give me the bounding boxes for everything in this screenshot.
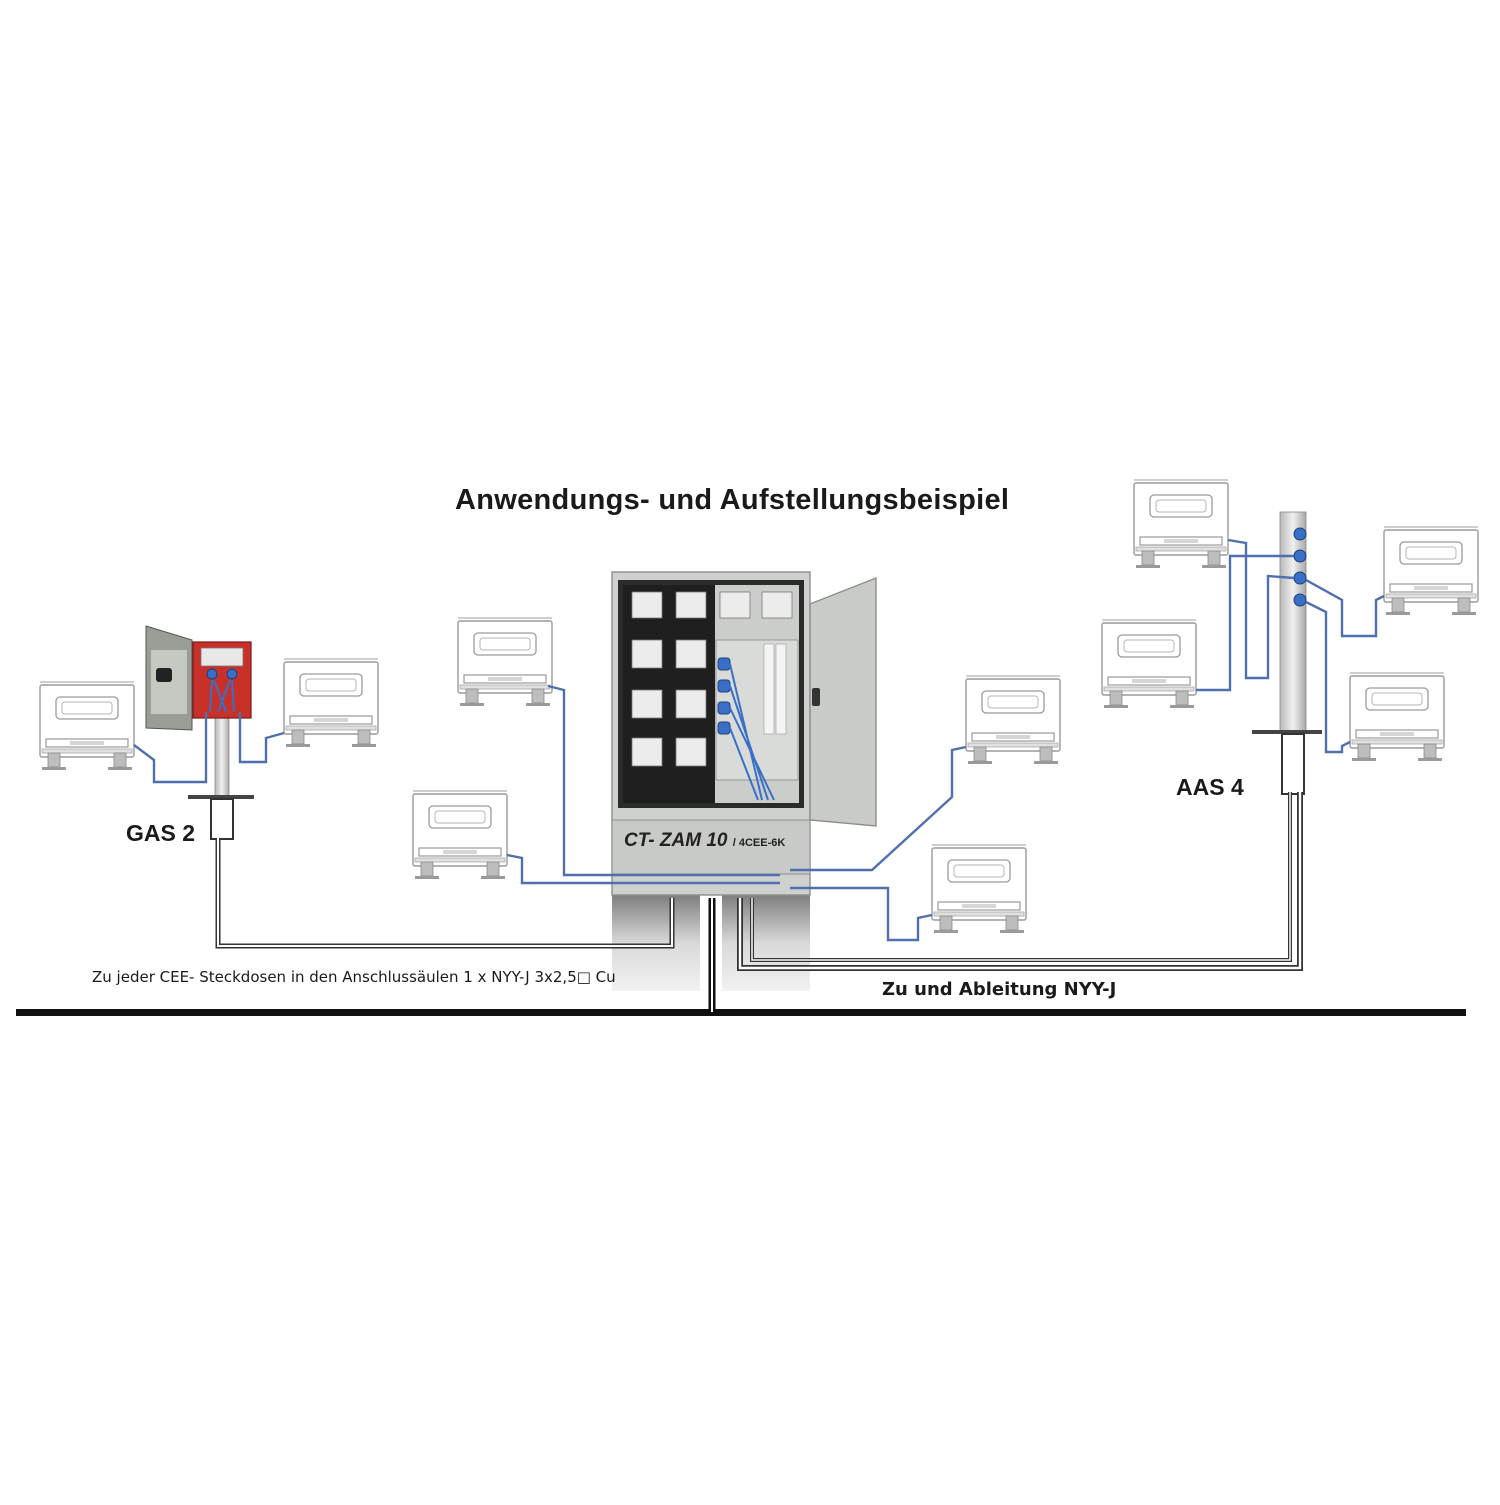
cabinet-label-main: CT- ZAM 10 (624, 830, 728, 851)
caravan (1133, 478, 1229, 569)
cable-note-left: Zu jeder CEE- Steckdosen in den Anschlus… (92, 968, 616, 986)
cabinet-label-sub: / 4CEE-6K (732, 837, 786, 849)
caravan (965, 674, 1061, 765)
ground-cable (16, 1009, 1466, 1016)
caravan (412, 789, 508, 880)
cable-note-right: Zu und Ableitung NYY-J (882, 979, 1117, 1000)
caravan (283, 657, 379, 748)
caravan (931, 843, 1027, 934)
caravan (1383, 525, 1479, 616)
caravan (1101, 618, 1197, 709)
caravan (1349, 671, 1445, 762)
underground-cables (215, 792, 1303, 1012)
gas-distribution-box (145, 625, 254, 840)
caravan (457, 616, 553, 707)
aas-column (1252, 511, 1322, 795)
caravan (39, 680, 135, 771)
aas-4-label: AAS 4 (1176, 774, 1244, 800)
diagram-title: Anwendungs- und Aufstellungsbeispiel (455, 484, 1010, 516)
cabinet-label: CT- ZAM 10 / 4CEE-6K (624, 830, 785, 852)
gas-2-label: GAS 2 (126, 820, 196, 846)
ct-zam-cabinet (611, 571, 877, 896)
caravan-cables (133, 538, 1385, 942)
